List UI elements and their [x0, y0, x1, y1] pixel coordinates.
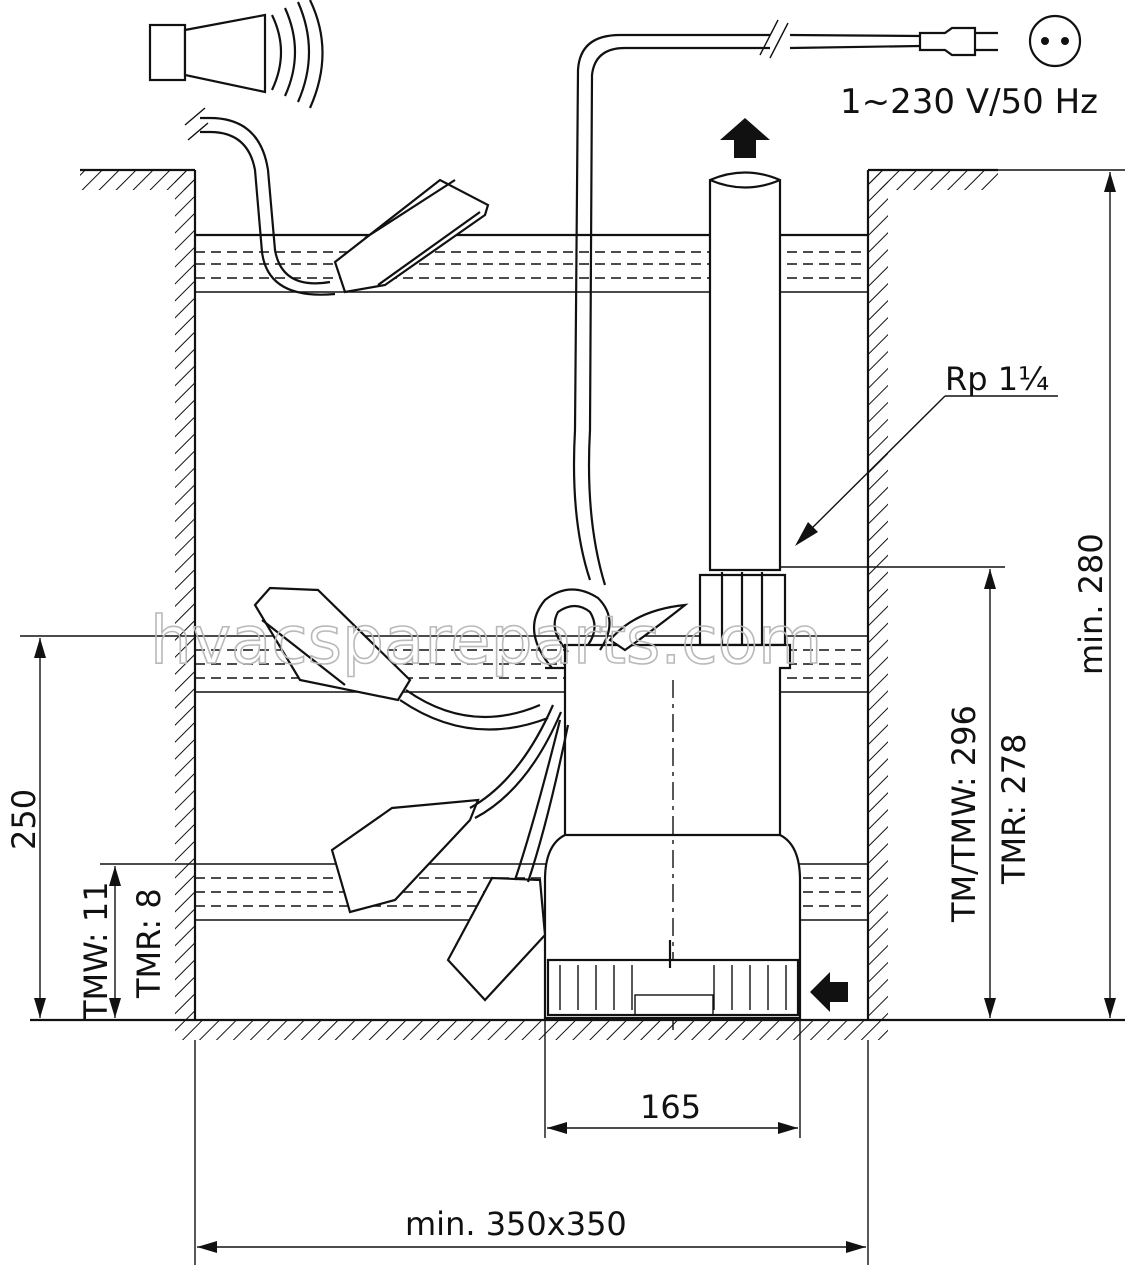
float-switch-low [330, 704, 570, 1002]
discharge-pipe [708, 118, 782, 572]
pump-body [543, 643, 848, 1030]
watermark-text: hvacspareparts.com [150, 602, 822, 679]
tmr-label: TMR: 278 [995, 734, 1033, 885]
ground-hatch [80, 168, 998, 190]
shaft-size-label: min. 350x350 [405, 1205, 627, 1243]
alarm-horn-icon [148, 0, 324, 109]
alarm-float-switch [184, 107, 490, 296]
level-250-label: 250 [5, 789, 43, 850]
shaft-walls [30, 170, 1125, 1040]
tm-tmw-label: TM/TMW: 296 [945, 705, 983, 923]
tmr-8-label: TMR: 8 [130, 888, 168, 999]
pump-handle [533, 588, 689, 669]
float-switch-mid [253, 586, 549, 731]
dimension-lines [34, 169, 1125, 1265]
voltage-label: 1~230 V/50 Hz [840, 82, 1098, 122]
tmw-11-label: TMW: 11 [77, 881, 115, 1021]
thread-label: Rp 1¼ [945, 360, 1049, 398]
power-cable [572, 14, 1082, 586]
width-165-label: 165 [640, 1088, 701, 1126]
min-depth-label: min. 280 [1072, 533, 1110, 675]
thread-fitting [698, 572, 787, 648]
thread-leader [795, 395, 1058, 546]
